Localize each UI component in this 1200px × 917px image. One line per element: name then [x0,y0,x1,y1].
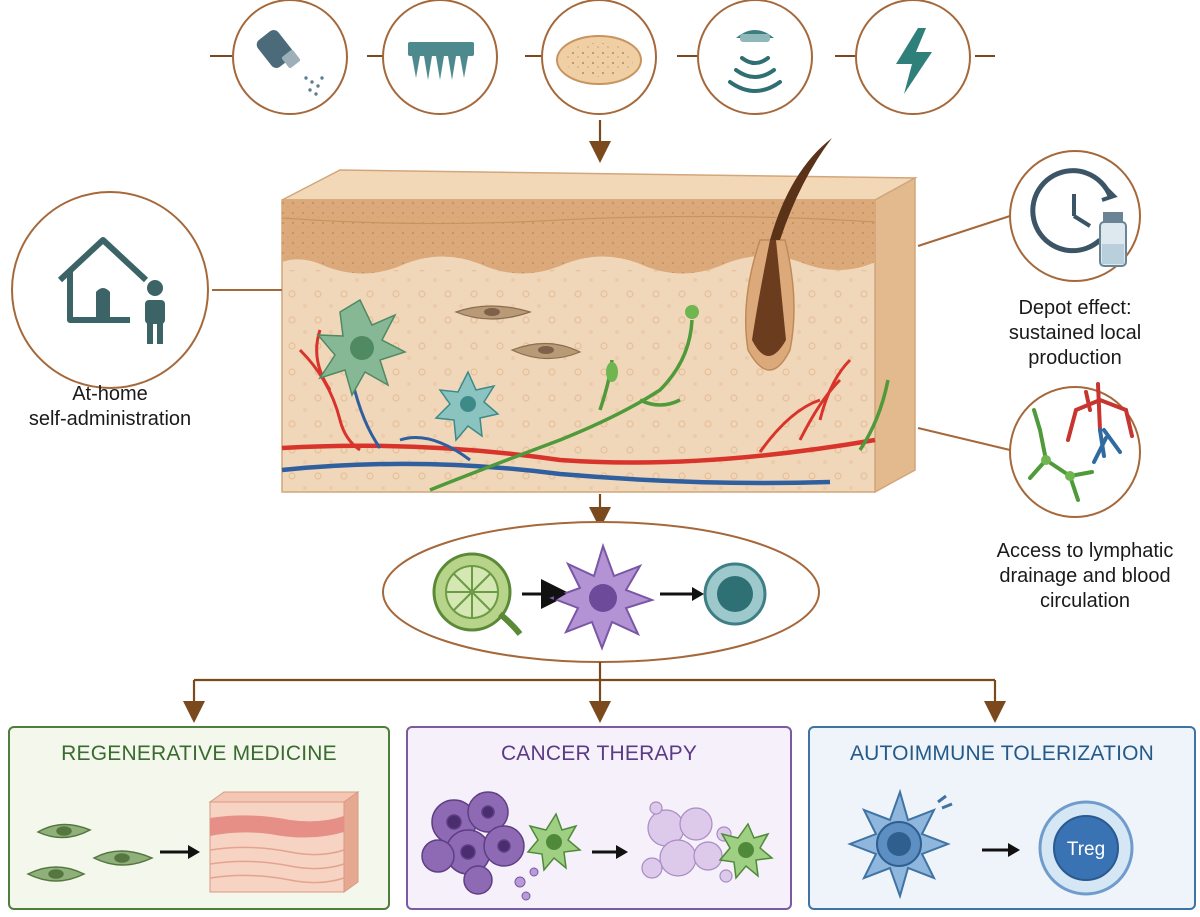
dendritic-cell-small [434,370,500,442]
treg-label: Treg [1067,839,1105,860]
immune-cell-green-2 [718,822,774,880]
t-cell [703,562,767,626]
lymphatic-vessel [429,319,890,492]
microneedle-array-icon [408,42,474,80]
panel-title-cancer: CANCER THERAPY [500,742,698,765]
lightning-bolt-icon [896,28,932,94]
delivery-icon-spray [232,0,348,115]
lymph-label-line2: drainage and blood [999,565,1171,587]
depot-icon-circle [1009,150,1141,282]
skin-cross-section [281,138,918,494]
depot-label: Depot effect: sustained local production [990,296,1160,371]
dendritic-cell-purple [549,542,656,651]
depot-label-line3: production [1028,347,1122,369]
lymph-icon-circle [1009,382,1141,518]
autoimmune-illustration: Treg [847,788,1134,900]
delivery-icon-ultrasound [697,0,813,115]
panel-cancer-therapy: CANCER THERAPY [406,726,792,910]
immune-cell-green [526,812,582,872]
spray-bottle-icon [256,30,324,96]
skin-patch-icon [556,35,642,85]
delivery-icon-microneedle [382,0,498,115]
depot-label-line2: sustained local [1008,322,1142,344]
regenerative-illustration [26,791,360,893]
panel-title-autoimmune: AUTOIMMUNE TOLERIZATION [849,742,1155,765]
stem-cells [26,823,154,882]
artery [281,437,876,465]
fibroblast [454,305,582,360]
dendritic-cell [316,298,407,397]
clock-vial-icon [1030,168,1127,267]
depot-connector [917,215,1011,247]
panel-autoimmune-tolerization: AUTOIMMUNE TOLERIZATION Treg [808,726,1196,910]
delivery-icon-patch [541,0,657,115]
dying-tumor-cells [641,801,733,883]
lymph-label-line1: Access to lymphatic [996,540,1174,562]
home-label: At-home self-administration [0,382,220,432]
panel-title-regenerative: REGENERATIVE MEDICINE [61,742,337,765]
vessels-icon [1028,382,1134,502]
panel-regenerative-medicine: REGENERATIVE MEDICINE [8,726,390,910]
tumor-cluster [421,791,525,895]
lymph-connector [917,427,1011,451]
lymph-label: Access to lymphatic drainage and blood c… [975,539,1195,614]
home-icon-circle [11,191,209,389]
cancer-illustration [421,791,774,901]
vein [281,461,831,486]
tissue-block [208,791,360,893]
ultrasound-device-icon [728,30,782,93]
lymph-label-line3: circulation [1039,590,1131,612]
treg-cell: Treg [1038,800,1134,896]
dendritic-cell-blue [847,788,953,900]
lymph-node-cell [432,552,523,636]
home-label-line1: At-home [72,383,148,405]
delivery-icon-electro [855,0,971,115]
depot-label-line1: Depot effect: [1018,297,1132,319]
house-person-icon [57,237,165,344]
branch-connectors [183,662,1006,723]
immune-cascade [382,521,820,663]
home-label-line2: self-administration [28,408,192,430]
